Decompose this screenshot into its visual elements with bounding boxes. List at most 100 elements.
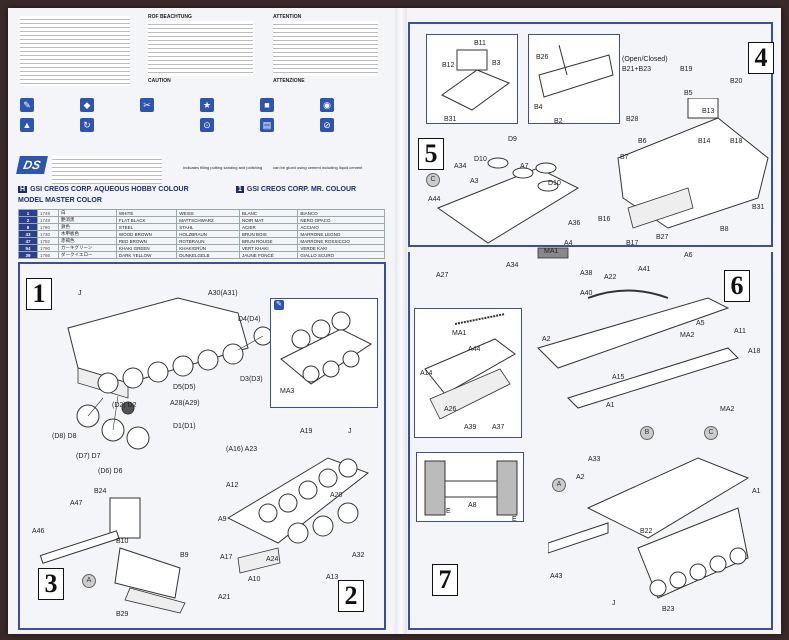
- color-cell-fr: VERT KHAKI: [238, 244, 299, 252]
- step4-label-14: B6: [638, 138, 647, 145]
- step1-label-ma3: MA3: [280, 388, 295, 395]
- cut-icon: ✂: [140, 98, 154, 112]
- color-cell-code: 47: [18, 237, 38, 245]
- step-number-1: 1: [26, 278, 52, 310]
- step3-drawing: [39, 497, 186, 614]
- step-number-3: 3: [38, 568, 64, 600]
- color-cell-de: DUNKELGELB: [176, 251, 240, 259]
- step4-label-18: B31: [752, 204, 765, 211]
- step7-label-4: A2: [576, 474, 585, 481]
- marker-C: C: [426, 173, 440, 187]
- color-cell-num: 1790: [37, 244, 59, 252]
- step5-label-3: A3: [470, 178, 479, 185]
- color-cell-en: WHITE: [115, 209, 178, 217]
- step6-label-10: MA2: [720, 406, 735, 413]
- step1-label-d4: D4(D4): [238, 316, 261, 323]
- step1-label-a30: A30(A31): [208, 290, 238, 297]
- step1-label-d1: D1(D1): [173, 423, 196, 430]
- instruction-sheet: ROF BEACHTUNG CAUTION ATTENTION ATTENZIO…: [8, 8, 781, 634]
- color-cell-en: RED BROWN: [115, 237, 178, 245]
- option-icon: ◆: [80, 98, 94, 112]
- step6-label-11: MA1: [452, 330, 467, 337]
- attention-heading: ATTENTION: [273, 14, 302, 20]
- step4-label-0: B11: [474, 40, 486, 47]
- center-fold: [395, 8, 407, 634]
- color-cell-de: WEISS: [176, 209, 240, 217]
- step7-drawing: [548, 457, 750, 599]
- step4-label-6: B2: [554, 118, 563, 125]
- track-drawing: [424, 460, 518, 516]
- step4-label-8: B21+B23: [622, 66, 651, 73]
- caution-heading-de: ROF BEACHTUNG: [148, 14, 192, 20]
- step4-label-4: B31: [444, 116, 457, 123]
- step2-label-a10: A10: [248, 576, 261, 583]
- color-cell-jp: 鉄色: [58, 223, 117, 231]
- step7-track-callout: [416, 452, 524, 522]
- step6-label-13: A14: [420, 370, 433, 377]
- step1-drawing: [67, 297, 273, 450]
- step1-label-d7: (D7) D7: [76, 453, 101, 460]
- color-cell-jp: 木甲板色: [58, 230, 117, 238]
- step1-label-d2: (D2) D2: [112, 402, 137, 409]
- step3-label-b10: B10: [116, 538, 129, 545]
- step5-label-11: MA1: [544, 248, 559, 255]
- step6-drawing: [537, 289, 739, 409]
- marker-A: A: [82, 574, 96, 588]
- step2-label-a19: A19: [300, 428, 313, 435]
- intro-text-fr: [273, 21, 378, 76]
- ds-text: [52, 156, 162, 184]
- step2-label-a12: A12: [226, 482, 239, 489]
- color-cell-it: NERO OPACO: [297, 216, 385, 224]
- tip-filling: Indicates filling putting sanding and po…: [183, 165, 263, 170]
- color-cell-jp: 白: [58, 209, 117, 217]
- color-cell-it: VERDE KAKI: [297, 244, 385, 252]
- step4-label-2: B3: [492, 60, 501, 67]
- step6-label-4: MA2: [680, 332, 695, 339]
- mr-badge: 1: [236, 186, 244, 193]
- step4-label-12: B13: [702, 108, 715, 115]
- color-cell-it: ACCIAIO: [297, 223, 385, 231]
- tip-cement: can be glued using cement including liqu…: [273, 165, 363, 170]
- step6-label-14: A26: [444, 406, 457, 413]
- step5-label-9: A34: [506, 262, 519, 269]
- color-cell-it: MARRONE LEGNO: [297, 230, 385, 238]
- step7-label-8: J: [612, 600, 616, 607]
- color-cell-fr: BLANC: [238, 209, 299, 217]
- step4-label-13: B28: [626, 116, 639, 123]
- step6-label-7: A18: [748, 348, 761, 355]
- step7-label-1: E: [446, 508, 451, 515]
- step4-label-19: B16: [598, 216, 611, 223]
- glue-icon: ◉: [320, 98, 334, 112]
- step-number-2: 2: [338, 580, 364, 612]
- step7-label-5: A1: [752, 488, 761, 495]
- step5-label-12: A38: [580, 270, 593, 277]
- step5-label-13: A40: [580, 290, 593, 297]
- color-cell-code: 2: [18, 216, 38, 224]
- attenzione-heading: ATTENZIONE: [273, 78, 305, 84]
- step4-label-16: B7: [620, 154, 629, 161]
- step6-label-1: A22: [604, 274, 617, 281]
- step6-label-8: A15: [612, 374, 625, 381]
- color-cell-en: WOOD BROWN: [115, 230, 178, 238]
- step3-label-b29: B29: [116, 611, 129, 618]
- model-master-label: MODEL MASTER COLOR: [18, 197, 102, 204]
- step4-callout-right: [528, 34, 620, 124]
- color-cell-de: ROTBRAUN: [176, 237, 240, 245]
- color-cell-de: KHAKIGRÜN: [176, 244, 240, 252]
- paint-icon: ▲: [20, 118, 34, 132]
- intro-text-jp: [20, 16, 130, 86]
- color-cell-fr: BRUN BOIS: [238, 230, 299, 238]
- step1-label-d3: D3(D3): [240, 376, 263, 383]
- step4-label-5: B4: [534, 104, 543, 111]
- hobby-badge: H: [18, 186, 28, 193]
- color-cell-it: GIALLO SCURO: [297, 251, 385, 259]
- color-cell-en: KHAKI GREEN: [115, 244, 178, 252]
- drill-icon: ⊙: [200, 118, 214, 132]
- color-cell-it: MARRONE ROSSICCIO: [297, 237, 385, 245]
